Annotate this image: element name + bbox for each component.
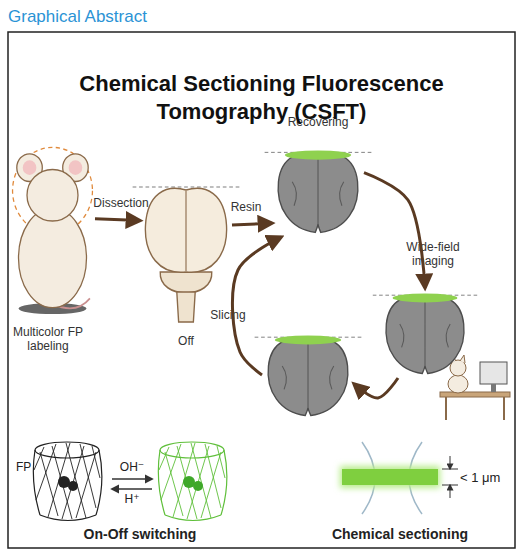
hemispheres [145,188,226,272]
brain-slicing: Slicing [262,330,354,420]
cerebellum [160,272,212,293]
surface-layer [393,293,458,302]
edge-label: Resin [226,200,266,214]
molecule-label: FP [16,460,46,474]
stage-label: Wide-field imaging [393,240,473,269]
brain-imaging: Wide-field imaging [380,288,470,378]
chromophore [193,481,203,491]
resin-brain [268,338,348,416]
stage-label: Multicolor FP labeling [3,325,93,354]
desk [440,392,510,397]
inner-ear [69,160,83,175]
barrel-side [33,450,40,515]
header: Graphical Abstract [8,7,208,27]
brain-recovering: Recovering [272,145,364,237]
sectioning-symbol [340,442,458,514]
diagram-title: Chemical Sectioning Fluorescence Tomogra… [70,70,453,126]
barrel-side [96,450,102,515]
surface-layer [275,335,341,344]
cat-body [448,375,468,393]
switch-arrow [112,488,152,489]
mouse-body [19,208,87,307]
mouse-stage: Multicolor FP labeling [10,140,95,315]
brain-off: Off [140,180,232,330]
desk-cat [440,355,510,420]
desk-leg [445,397,447,420]
brainstem [177,292,195,322]
dimension-arrow [450,485,451,498]
dimension-arrow [450,456,451,469]
monitor [480,362,507,384]
beta-strands [159,443,225,519]
panel-caption: Chemical sectioning [300,526,500,543]
resin-brain [278,153,358,232]
cut-line [133,187,240,188]
process-arrow [354,378,398,398]
panel-caption: On-Off switching [50,526,230,543]
barrel-top [35,442,99,458]
brain-fold [400,299,450,366]
process-arrow [232,237,281,375]
surface-layer [285,151,351,160]
inner-ear [23,160,37,175]
stage-label: Off [126,334,246,348]
process-arrow [364,173,425,288]
chromophore [68,481,78,491]
focus-circle [13,147,93,234]
section-glow [340,466,440,488]
stage-label: Slicing [202,308,254,322]
reagent-label: H⁺ [112,492,152,506]
brain-fold [292,156,344,224]
node-shape [262,330,354,420]
reagent-label: OH⁻ [112,460,152,474]
edge-label: Dissection [86,196,156,210]
node-shape [140,180,232,330]
barrel-side [221,450,227,515]
section-bar [342,469,438,485]
switch-arrow [112,478,152,479]
barrel-top [160,442,224,458]
node-shape [272,145,364,237]
frame [8,32,515,548]
monitor-stand [491,384,496,392]
fp-on [158,442,227,521]
fp-off [33,442,102,521]
process-arrow [95,219,140,221]
node-shape [380,288,470,378]
desk-leg [503,397,505,420]
barrel-side [158,450,165,515]
beta-strands [34,443,100,519]
dimension-label: < 1 μm [460,470,514,486]
node-shape [10,140,95,315]
mouse-head [27,169,78,221]
midline [185,191,186,271]
process-arrow [232,223,272,225]
resin-brain [386,296,464,374]
brain-fold [282,341,334,408]
